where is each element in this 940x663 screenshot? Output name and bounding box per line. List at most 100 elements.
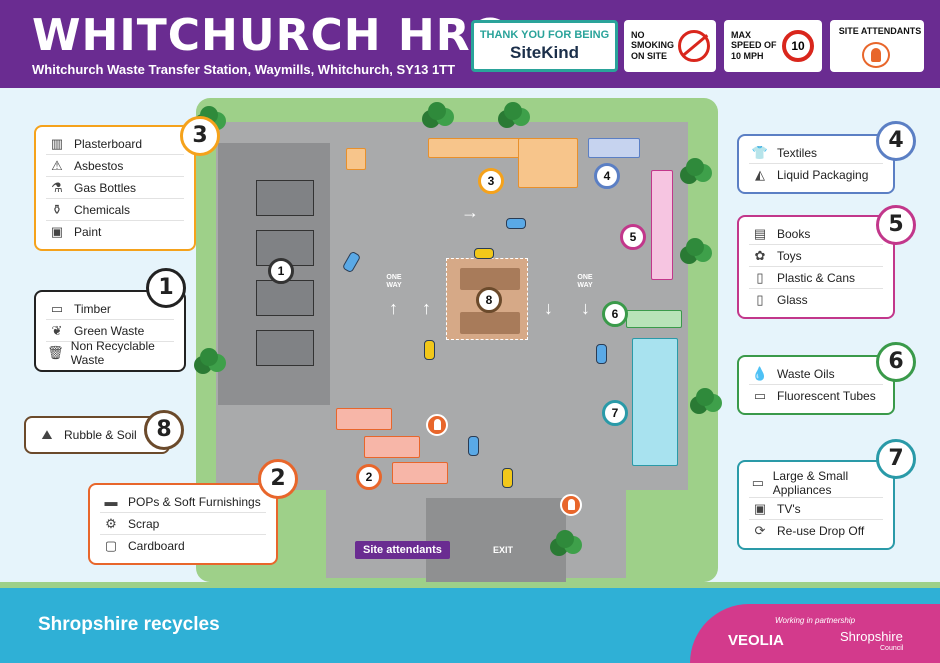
legend-badge-4: 4 [876,121,916,161]
legend-badge-7: 7 [876,439,916,479]
legend-item-label: Liquid Packaging [777,168,869,182]
arrow-down-icon: ↓ [544,298,553,318]
zone-2-bay [392,462,448,484]
arrow-up-icon: ↑ [422,298,431,318]
legend-item: ▢Cardboard [100,535,266,557]
leaf-icon: ❦ [51,322,63,338]
page-title: WHITCHURCH HRC [32,10,504,61]
zone-number-4: 4 [594,163,620,189]
legend-item-label: Books [777,226,811,241]
site-address: Whitchurch Waste Transfer Station, Waymi… [32,62,456,77]
gas-bottle-icon: ⚗ [51,179,63,195]
legend-badge-3: 3 [180,116,220,156]
zone-2-bay [364,436,420,458]
zone-5-bays [651,170,673,280]
paint-icon: ▣ [50,224,64,239]
legend-item-label: Glass [777,293,808,307]
zone-8-bay [460,268,520,290]
legend-item-label: Scrap [128,516,160,531]
book-icon: ▤ [753,225,767,241]
legend-item: ▯ Glass [749,289,883,311]
legend-item-label: Large & Small Appliances [772,468,849,497]
toy-icon: ✿ [754,247,766,263]
legend-item: ▯ Plastic & Cans [749,267,883,289]
legend-badge-1: 1 [146,268,186,308]
arrow-up-icon: ↑ [389,298,398,318]
zone-number-5: 5 [620,224,646,250]
zone-1-bay [256,330,314,366]
tv-icon: ▣ [753,500,767,516]
tube-icon: ▭ [753,388,767,403]
exit-label: EXIT [492,545,513,555]
legend-panel-8: ⛰Rubble & Soil [24,416,170,454]
legend-item-label: Plasterboard [74,136,143,151]
legend-item-label: Textiles [777,145,818,160]
sitekind-line2: SiteKind [510,43,579,62]
car [596,344,607,364]
bottle-icon: ▯ [756,269,764,285]
partnership-block: Working in partnership VEOLIA Shropshire… [690,604,940,663]
council-text: Council [880,645,904,652]
tree-icon [428,102,446,120]
legend-item-label: Plastic & Cans [777,270,856,285]
legend-item: ⟳Re-use Drop Off [749,520,883,542]
legend-item-label: Gas Bottles [74,180,137,195]
reuse-icon: ⟳ [754,523,766,538]
legend-item: ▣ TV's [749,498,883,520]
plasterboard-icon: ▥ [50,135,64,151]
zone-number-6: 6 [602,301,628,327]
sitekind-badge: THANK YOU FOR BEING SiteKind [471,20,618,72]
no-smoking-text: NO SMOKING ON SITE [631,30,675,61]
exit-road [426,498,566,582]
zone-6-bays [626,310,682,328]
attendant-marker-icon [426,414,448,436]
legend-item-label: Green Waste [74,323,145,338]
car [502,468,513,488]
chemical-icon: ⚱ [51,201,63,217]
carton-icon: ◭ [755,167,765,182]
speed-limit-icon: 10 [782,30,814,62]
site-attendants-text: SITE ATTENDANTS [838,26,922,36]
jar-icon: ▯ [756,292,764,307]
legend-item: ▥ Plasterboard [46,133,184,155]
legend-item: ▭Fluorescent Tubes [749,385,883,407]
shirt-icon: 👕 [751,144,769,160]
footer-grass-strip [0,582,940,588]
shropshire-recycles-logo: Shropshire recycles [38,614,220,635]
legend-item-label: Asbestos [74,158,124,173]
car [474,248,494,259]
legend-badge-2: 2 [258,459,298,499]
legend-item-label: POPs & Soft Furnishings [128,494,261,509]
legend-badge-6: 6 [876,342,916,382]
legend-item: 💧Waste Oils [749,363,883,385]
legend-item: 🗑Non Recyclable Waste [46,339,174,367]
legend-item: 👕 Textiles [749,142,883,164]
warning-icon: ⚠ [51,157,63,173]
bin-icon: 🗑 [47,345,64,360]
legend-item-label: TV's [777,501,801,516]
legend-item: ⚗ Gas Bottles [46,177,184,199]
legend-item: ▭Timber [46,298,174,320]
site-map: 1 2 3 4 5 6 7 8 ONE WAY ONE WAY ↑ ↑ ↓ ↓ … [196,98,718,582]
legend-item: ▬ POPs & Soft Furnishings [100,491,266,513]
sofa-icon: ▬ [104,494,118,509]
shropshire-council-logo: Shropshire [840,629,903,644]
no-smoking-icon [678,30,710,62]
legend-panel-7: ▭Large & Small Appliances ▣ TV's ⟳Re-use Dr… [737,460,895,550]
attendant-marker-icon [560,494,582,516]
legend-item-label: Chemicals [74,202,131,217]
legend-item-label: Timber [74,301,111,316]
legend-item: ⚠ Asbestos [46,155,184,177]
attendant-icon [862,42,890,68]
tree-icon [696,388,714,406]
zone-7-bays [632,338,678,466]
legend-item: ▭Large & Small Appliances [749,468,883,498]
zone-1-bay [256,180,314,216]
sitekind-line1: THANK YOU FOR BEING [479,29,610,41]
car [468,436,479,456]
tree-icon [504,102,522,120]
tree-icon [686,158,704,176]
legend-item: ▣Paint [46,221,184,243]
site-attendants-sign: SITE ATTENDANTS [830,20,924,72]
legend-item: ⛰Rubble & Soil [36,424,158,446]
